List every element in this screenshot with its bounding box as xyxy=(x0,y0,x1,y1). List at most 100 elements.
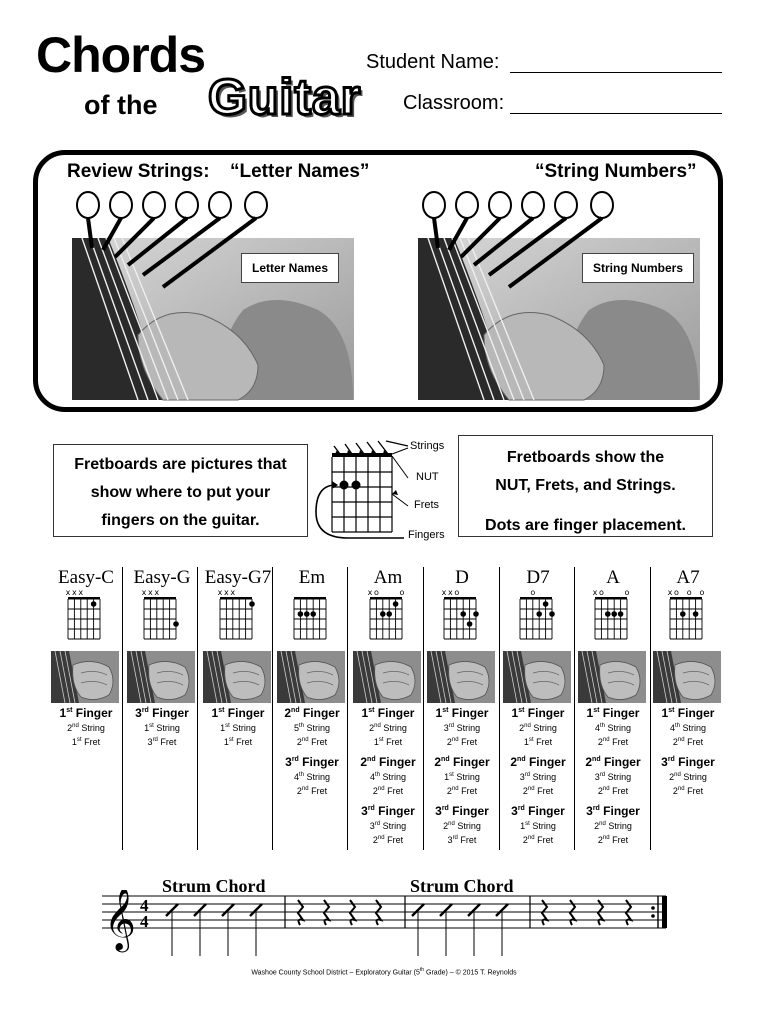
muted-string-mark: x xyxy=(230,588,235,597)
finger-string: 2nd String xyxy=(669,772,707,782)
strum-slash-note xyxy=(221,903,235,917)
finger-title: 2nd Finger xyxy=(585,755,641,769)
quarter-rest-icon xyxy=(540,899,550,926)
finger-string: 2nd String xyxy=(519,723,557,733)
fretboard-info-right: Fretboards show the NUT, Frets, and Stri… xyxy=(458,435,713,537)
finger-title: 1st Finger xyxy=(211,706,265,720)
chord-name: A xyxy=(606,567,620,588)
finger-fret: 2nd Fret xyxy=(597,737,629,747)
muted-string-mark: x xyxy=(224,588,229,597)
letter-names-label: Letter Names xyxy=(241,253,340,283)
finger-fret: 1st Fret xyxy=(523,737,553,747)
title-of-the: of the xyxy=(84,90,158,120)
open-string-mark: o xyxy=(674,588,679,597)
diagram-nut-label: NUT xyxy=(416,471,439,483)
chord-name: A7 xyxy=(676,567,700,588)
strum-staff: 𝄞 4 4 xyxy=(102,890,667,956)
open-string-mark: o xyxy=(687,588,692,597)
chord-name: Easy-G xyxy=(133,567,191,588)
chord-hand-photo xyxy=(203,651,271,703)
chord-hand-photo xyxy=(653,651,721,703)
finger-title: 1st Finger xyxy=(511,706,565,720)
finger-dot xyxy=(392,601,399,607)
muted-string-mark: x xyxy=(448,588,453,597)
finger-dot xyxy=(549,611,555,617)
chord-hand-photo xyxy=(51,651,119,703)
classroom-blank[interactable] xyxy=(510,113,722,114)
classroom-label: Classroom: xyxy=(403,92,505,114)
finger-title: 1st Finger xyxy=(435,706,489,720)
chord-column-divider xyxy=(347,567,348,850)
footer-text-sup: th xyxy=(419,967,425,973)
open-string-mark: o xyxy=(625,588,630,597)
chord-name: D7 xyxy=(526,567,550,588)
student-name-blank[interactable] xyxy=(510,72,722,73)
finger-fret: 2nd Fret xyxy=(372,835,404,845)
chord-column-divider xyxy=(574,567,575,850)
chord-hand-photo xyxy=(353,651,421,703)
open-string-mark: o xyxy=(700,588,705,597)
muted-string-mark: x xyxy=(218,588,223,597)
finger-string: 2nd String xyxy=(443,821,481,831)
finger-dot xyxy=(542,601,549,607)
finger-fret: 2nd Fret xyxy=(296,786,328,796)
finger-title: 1st Finger xyxy=(661,706,715,720)
finger-fret: 1st Fret xyxy=(373,737,403,747)
diagram-frets-label: Frets xyxy=(414,499,440,511)
muted-string-mark: x xyxy=(78,588,83,597)
finger-title: 1st Finger xyxy=(59,706,113,720)
finger-title: 3rd Finger xyxy=(135,706,189,720)
chord-name: Easy-C xyxy=(58,567,114,588)
finger-dot xyxy=(473,611,479,617)
hand-photo-graphic xyxy=(353,651,421,703)
letter-names-heading: “Letter Names” xyxy=(230,161,370,182)
quarter-rest-icon xyxy=(624,899,634,926)
finger-string: 3rd String xyxy=(369,821,407,831)
chord-column-divider xyxy=(423,567,424,850)
finger-string: 5th String xyxy=(293,723,331,733)
diagram-strings-label: Strings xyxy=(410,440,445,452)
letter-names-photo xyxy=(72,191,354,401)
fretboard-nut xyxy=(68,597,100,600)
finger-fret: 3rd Fret xyxy=(447,835,477,845)
treble-clef-icon: 𝄞 xyxy=(104,890,136,953)
finger-title: 2nd Finger xyxy=(284,706,340,720)
finger-fret: 2nd Fret xyxy=(446,737,478,747)
string-numbers-heading: “String Numbers” xyxy=(535,161,697,182)
finger-string: 3rd String xyxy=(443,723,481,733)
chord-hand-photo xyxy=(503,651,571,703)
hand-photo-graphic xyxy=(653,651,721,703)
finger-title: 1st Finger xyxy=(361,706,415,720)
string-numbers-photo xyxy=(418,191,700,401)
finger-title: 1st Finger xyxy=(586,706,640,720)
chord-column-divider xyxy=(197,567,198,850)
review-strings-title: Review Strings: xyxy=(67,161,210,182)
finger-dot xyxy=(173,621,179,627)
finger-fret: 2nd Fret xyxy=(672,737,704,747)
finger-dot xyxy=(380,611,386,617)
chord-name: Easy-G7 xyxy=(204,567,272,588)
info-right-line1: Fretboards show the xyxy=(506,449,665,466)
footer-text-post: Grade) – © 2015 T. Reynolds xyxy=(424,969,517,977)
finger-string: 4th String xyxy=(669,723,707,733)
finger-dot xyxy=(536,611,542,617)
finger-title: 2nd Finger xyxy=(510,755,566,769)
quarter-rest-icon xyxy=(596,899,606,926)
finger-dot xyxy=(90,601,97,607)
strum-slash-note xyxy=(165,903,179,917)
hand-photo-graphic xyxy=(503,651,571,703)
hand-photo-graphic xyxy=(427,651,495,703)
fretboard-info-left: Fretboards are pictures that show where … xyxy=(53,444,308,537)
strum-slash-note xyxy=(411,903,425,917)
open-string-mark: o xyxy=(599,588,604,597)
finger-string: 4th String xyxy=(369,772,407,782)
